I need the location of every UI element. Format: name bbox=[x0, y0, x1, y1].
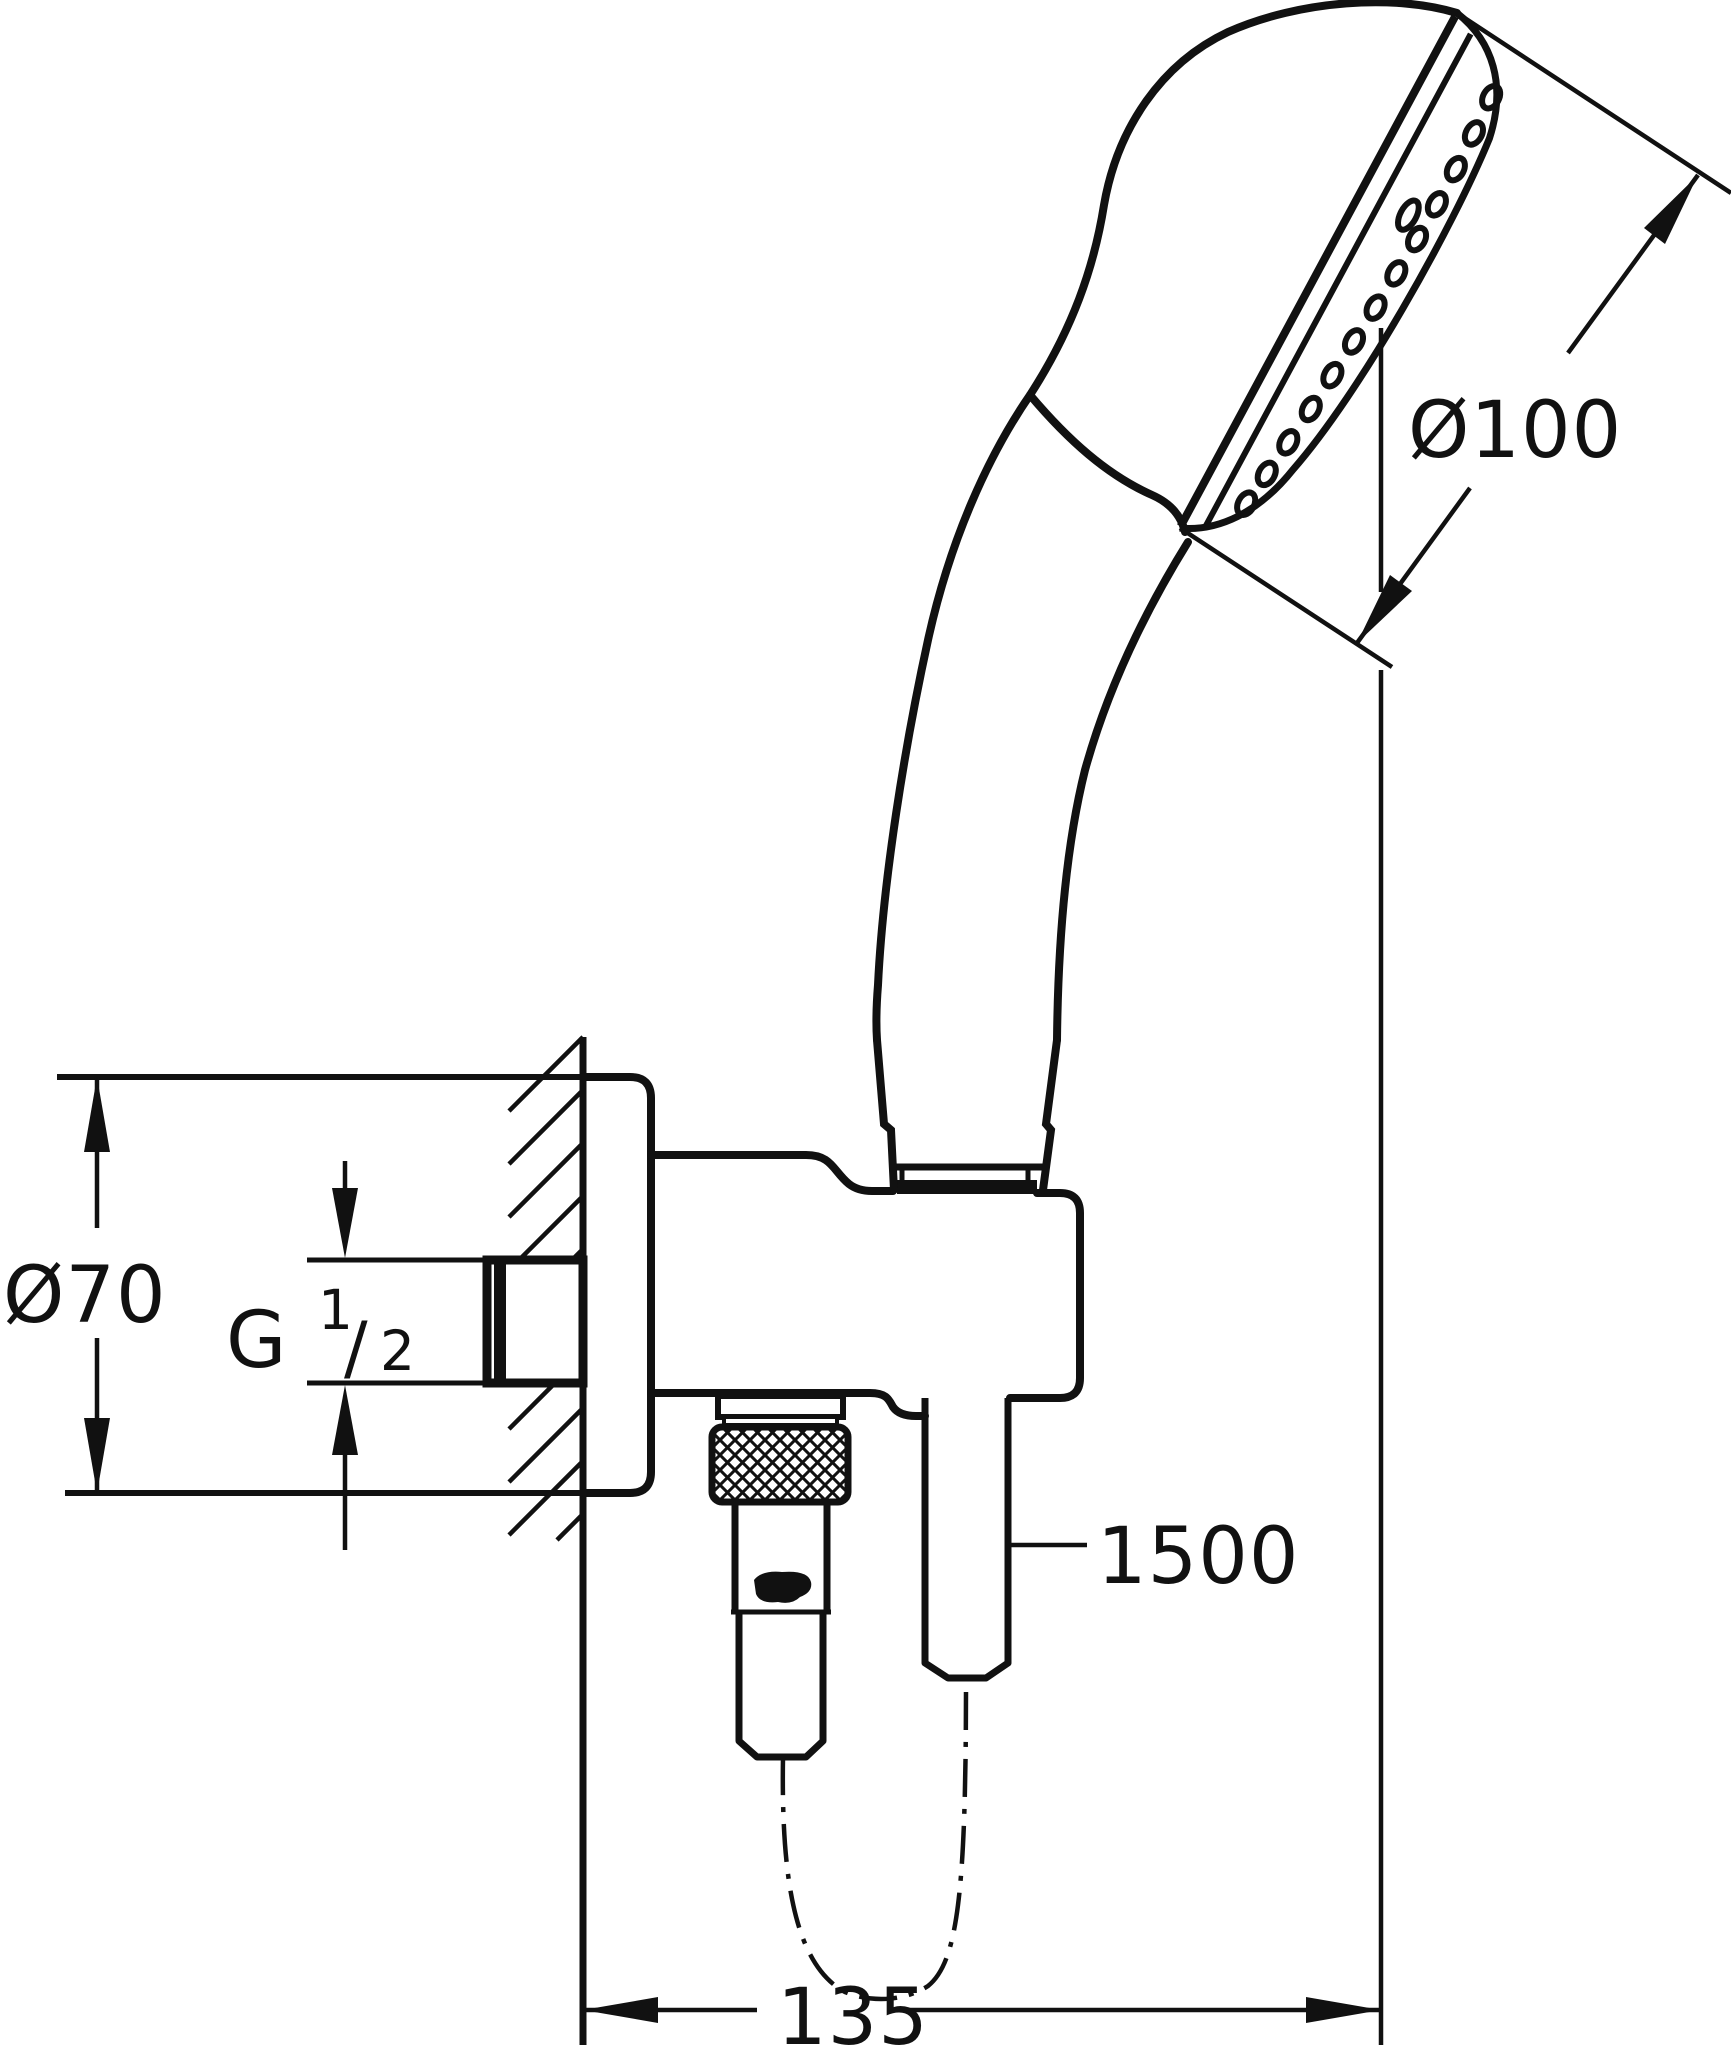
knurled-nut bbox=[708, 1423, 852, 1506]
spray-face bbox=[1177, 10, 1504, 532]
dim-thread-slash: / bbox=[344, 1307, 368, 1389]
hose-connector-assembly bbox=[708, 1393, 852, 1761]
dim-head-diameter: Ø100 bbox=[1178, 11, 1731, 669]
dim-hose-length: 1500 bbox=[1010, 1512, 1300, 1602]
dim-thread-letter: G bbox=[226, 1296, 287, 1386]
dim-thread-denominator: 2 bbox=[380, 1319, 415, 1383]
handshower-cone-seat bbox=[893, 1163, 1043, 1194]
connector-sleeve bbox=[731, 1502, 831, 1761]
handle-cone-right bbox=[1039, 1036, 1061, 1194]
shower-head-outline bbox=[872, 0, 1461, 1044]
dim-hose-length-label: 1500 bbox=[1097, 1512, 1300, 1602]
hose-dock-pin bbox=[921, 1398, 1012, 1682]
dim-wall-projection-label: 135 bbox=[777, 1973, 929, 2051]
spray-nozzle-dots bbox=[1234, 83, 1504, 518]
dim-thread-size: G 1 / 2 bbox=[226, 1161, 487, 1550]
brand-mark-logo bbox=[754, 1571, 812, 1603]
face-center-opening bbox=[1395, 197, 1422, 233]
dim-thread-numerator: 1 bbox=[318, 1278, 353, 1342]
dim-escutcheon-diameter-label: Ø70 bbox=[3, 1251, 167, 1341]
dim-head-diameter-label: Ø100 bbox=[1408, 386, 1622, 476]
handle-inner-edge bbox=[1053, 538, 1192, 1044]
hose-phantom-loop bbox=[780, 1681, 969, 2002]
g-half-thread-nipple bbox=[482, 1255, 588, 1388]
shower-head-lower-edge bbox=[1026, 391, 1189, 536]
dim-escutcheon-diameter: Ø70 bbox=[3, 1074, 583, 1496]
wall-holder-body bbox=[647, 1151, 1084, 1420]
hand-shower bbox=[872, 0, 1461, 1194]
dim-wall-projection: 135 bbox=[583, 328, 1384, 2051]
escutcheon-flange bbox=[579, 1073, 655, 1497]
handle-cone-left bbox=[873, 1036, 898, 1194]
